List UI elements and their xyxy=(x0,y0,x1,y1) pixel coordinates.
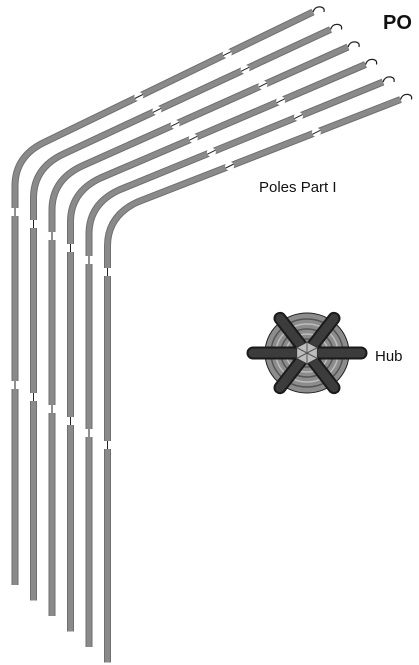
pole-joint-ferrule xyxy=(240,66,250,72)
pole-joint-ferrule xyxy=(294,114,303,120)
pole-joint-ferrule xyxy=(134,94,144,99)
pole-core xyxy=(68,62,367,632)
pole-joint-ferrule xyxy=(276,98,285,104)
hub-center-spoke xyxy=(296,347,308,354)
pole-tip-icon xyxy=(329,23,343,30)
pole-core xyxy=(105,97,402,663)
pole-body xyxy=(11,8,315,585)
pole-core xyxy=(31,27,332,601)
hub-label: Hub xyxy=(375,348,403,365)
pole-1 xyxy=(11,6,325,585)
pole-joint-ferrule xyxy=(152,107,162,113)
page-title: PO xyxy=(383,12,412,34)
pole-core xyxy=(86,79,384,647)
pole-joint-ferrule xyxy=(189,135,198,141)
pole-tip-icon xyxy=(399,93,413,100)
pole-tip-icon xyxy=(364,58,378,65)
pole-tip-icon xyxy=(347,41,360,48)
hub-icon xyxy=(246,311,368,395)
pole-5 xyxy=(85,76,395,647)
pole-3 xyxy=(48,41,360,616)
pole-joint-ferrule xyxy=(207,149,216,155)
pole-2 xyxy=(29,23,343,601)
pole-joint-ferrule xyxy=(225,163,234,169)
pole-6 xyxy=(103,93,413,663)
pole-joint-ferrule xyxy=(223,51,232,57)
pole-joint-ferrule xyxy=(312,129,321,135)
pole-core xyxy=(49,44,350,616)
pole-tip-icon xyxy=(382,76,395,83)
pole-joint-ferrule xyxy=(258,82,268,88)
pole-tip-icon xyxy=(312,6,325,13)
pole-joint-ferrule xyxy=(170,121,180,127)
pole-core xyxy=(12,9,315,585)
poles-label: Poles Part I xyxy=(259,179,337,196)
hub-center-spoke xyxy=(306,352,318,359)
pole-4 xyxy=(66,58,378,632)
hub-center-spoke xyxy=(296,352,308,359)
hub-center-spoke xyxy=(306,347,318,354)
